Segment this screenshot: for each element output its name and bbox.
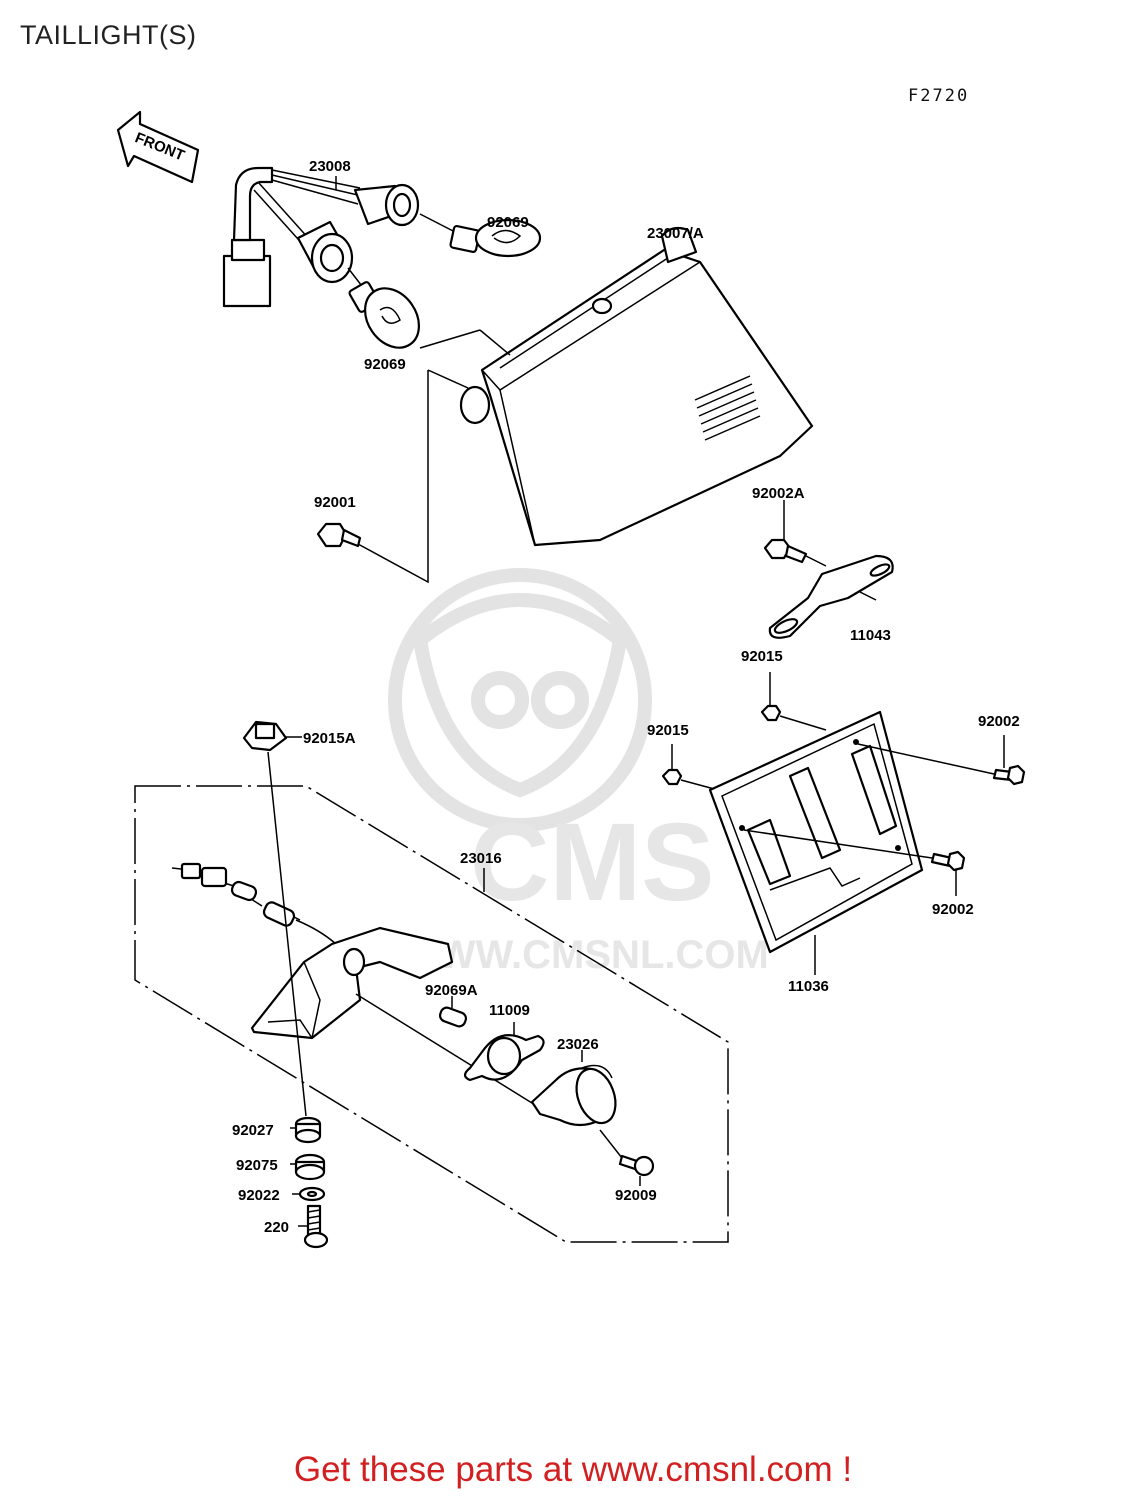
- label-92069-top: 92069: [487, 214, 529, 231]
- label-11043: 11043: [850, 627, 891, 644]
- label-92027: 92027: [232, 1122, 274, 1139]
- watermark: CMS WWW.CMSNL.COM: [388, 568, 769, 977]
- clip-92015A: [242, 720, 302, 752]
- bolt-92002A: [763, 500, 827, 567]
- nut-92015-mid: [661, 744, 719, 791]
- footer-link[interactable]: Get these parts at www.cmsnl.com !: [293, 1450, 853, 1489]
- label-92001: 92001: [314, 494, 356, 511]
- label-92069A: 92069A: [425, 982, 478, 999]
- harness-23008: [222, 166, 456, 308]
- grommet-92075: [290, 1153, 326, 1181]
- figure-code: F2720: [908, 86, 970, 106]
- label-23007A: 23007/A: [647, 225, 704, 242]
- watermark-brand: CMS: [470, 801, 714, 924]
- gasket-11009: [463, 1022, 545, 1082]
- frame-23016: [134, 785, 729, 1243]
- label-92015-top: 92015: [741, 648, 783, 665]
- plate-bracket-11036: [708, 710, 924, 975]
- label-11009: 11009: [489, 1002, 530, 1019]
- label-23016: 23016: [460, 850, 502, 867]
- label-92015-mid: 92015: [647, 722, 689, 739]
- bulb-92069-top: [449, 218, 542, 258]
- label-92002-top: 92002: [978, 713, 1020, 730]
- label-23008: 23008: [309, 158, 351, 175]
- front-arrow-icon: FRONT: [116, 110, 200, 184]
- label-23026: 23026: [557, 1036, 599, 1053]
- bolt-92002-bottom: [743, 829, 966, 896]
- washer-92022: [292, 1186, 326, 1202]
- bolt-92001: [316, 369, 469, 584]
- taillight-23007A: [419, 226, 814, 547]
- label-92002-bottom: 92002: [932, 901, 974, 918]
- label-11036: 11036: [788, 978, 829, 995]
- label-92002A: 92002A: [752, 485, 805, 502]
- label-92069-bottom: 92069: [364, 356, 406, 373]
- bulb-92069-bottom: [348, 281, 420, 349]
- label-92009: 92009: [615, 1187, 657, 1204]
- license-lamp-housing: [171, 862, 541, 1109]
- bolt-92002-top: [857, 735, 1026, 786]
- nut-92015-top: [760, 672, 827, 731]
- lens-23026: [530, 1050, 617, 1127]
- label-92075: 92075: [236, 1157, 278, 1174]
- label-220: 220: [264, 1219, 289, 1236]
- mount-axis-line: [267, 751, 307, 1117]
- label-92022: 92022: [238, 1187, 280, 1204]
- bolt-220: [298, 1204, 329, 1249]
- label-92015A: 92015A: [303, 730, 356, 747]
- spacer-92027: [290, 1116, 322, 1144]
- part-labels: 23008 92069 23007/A 92069 92001 92002A 1…: [232, 158, 1020, 1236]
- page-title: TAILLIGHT(S): [20, 20, 197, 50]
- bulb-92069A: [438, 996, 468, 1028]
- screw-92009: [599, 1129, 655, 1186]
- bracket-11043: [768, 554, 894, 639]
